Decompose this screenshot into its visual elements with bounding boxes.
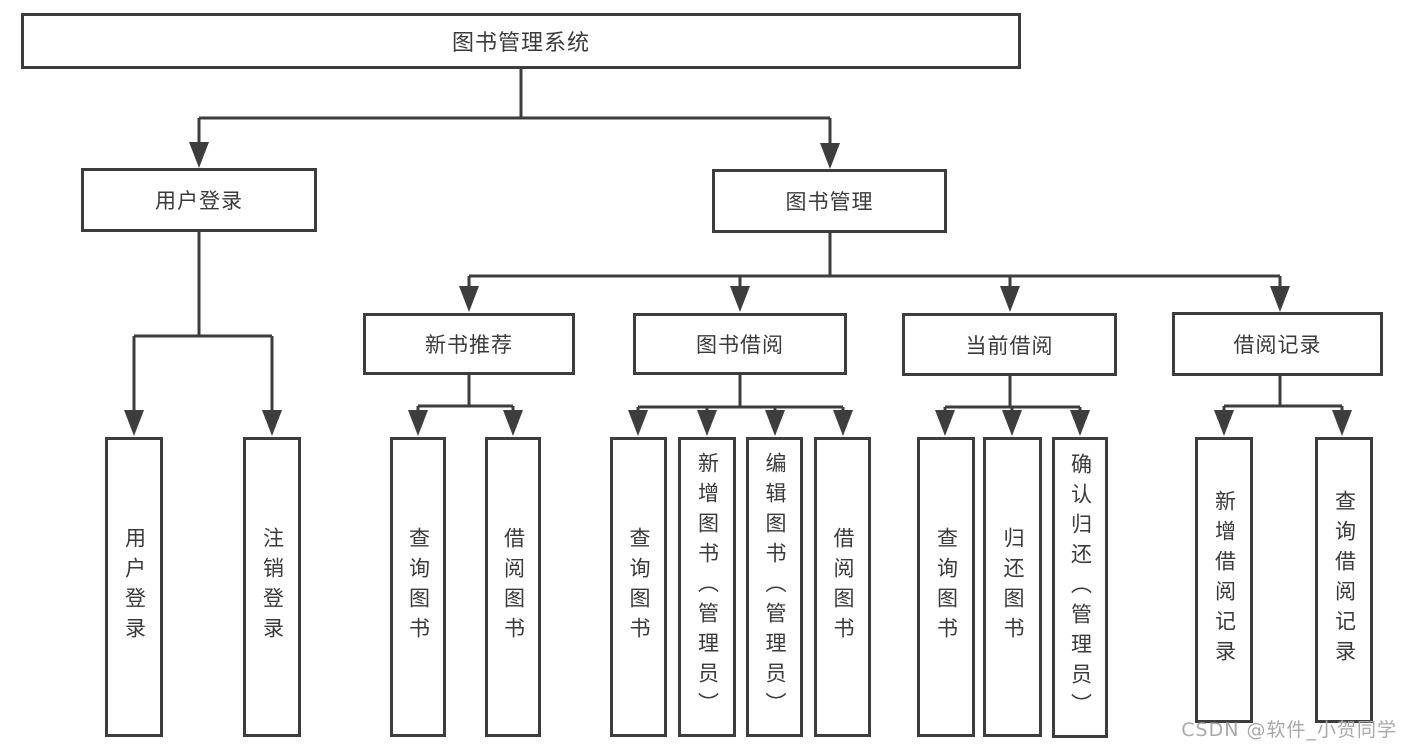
connector-user-login-children [124,232,282,436]
node-leaf-user-login-label: 用户登录 [122,527,147,647]
node-leaf-add-book-admin-label: 新增图书（管理员） [695,452,720,722]
node-leaf-borrow-book-borrowing-label: 借阅图书 [831,527,855,647]
node-library-system: 图书管理系统 [21,13,1021,69]
node-leaf-edit-book-admin-label: 编辑图书（管理员） [763,452,787,722]
csdn-watermark: CSDN @软件_小贺同学 [1181,719,1397,741]
connector-borrowing-records-children [1214,375,1352,436]
node-user-login-label: 用户登录 [155,189,243,213]
node-leaf-query-book-borrowing: 查询图书 [610,437,667,737]
node-leaf-add-borrow-record: 新增借阅记录 [1195,437,1253,723]
node-leaf-borrow-book-recommend-label: 借阅图书 [501,527,526,647]
node-current-borrowing: 当前借阅 [902,313,1117,376]
connector-root-to-level2 [189,69,840,169]
node-leaf-logout: 注销登录 [243,437,301,737]
node-book-management-label: 图书管理 [785,190,874,214]
node-leaf-return-book-label: 归还图书 [1001,527,1025,647]
node-leaf-query-book-recommend-label: 查询图书 [406,527,431,647]
node-leaf-query-book-borrowing-label: 查询图书 [627,527,651,647]
connector-new-book-recommend-children [408,375,523,436]
node-leaf-user-login: 用户登录 [105,437,163,737]
node-leaf-return-book: 归还图书 [983,437,1042,737]
node-leaf-borrow-book-borrowing: 借阅图书 [814,437,871,737]
node-leaf-logout-label: 注销登录 [260,527,285,647]
node-new-book-recommend: 新书推荐 [363,313,575,375]
node-new-book-recommend-label: 新书推荐 [425,333,513,357]
node-leaf-edit-book-admin: 编辑图书（管理员） [746,437,803,737]
node-user-login: 用户登录 [81,168,317,232]
node-leaf-add-book-admin: 新增图书（管理员） [678,437,736,737]
node-leaf-borrow-book-recommend: 借阅图书 [485,437,541,737]
node-book-management: 图书管理 [712,169,947,233]
node-leaf-query-borrow-record: 查询借阅记录 [1315,437,1373,723]
node-leaf-query-borrow-record-label: 查询借阅记录 [1332,490,1357,670]
node-current-borrowing-label: 当前借阅 [965,333,1054,358]
node-leaf-query-book-recommend: 查询图书 [390,437,446,737]
connector-book-borrowing-children [628,375,853,436]
node-book-borrowing: 图书借阅 [633,313,847,375]
connector-book-management-children [459,233,1290,312]
node-borrowing-records: 借阅记录 [1172,312,1383,376]
node-book-borrowing-label: 图书借阅 [696,333,784,357]
connector-current-borrowing-children [935,375,1090,436]
node-leaf-query-book-current: 查询图书 [917,437,975,737]
node-leaf-confirm-return-admin-label: 确认归还（管理员） [1068,452,1093,723]
node-leaf-query-book-current-label: 查询图书 [934,527,959,647]
node-library-system-label: 图书管理系统 [451,31,590,56]
node-leaf-confirm-return-admin: 确认归还（管理员） [1052,437,1108,738]
node-borrowing-records-label: 借阅记录 [1233,333,1322,357]
node-leaf-add-borrow-record-label: 新增借阅记录 [1212,490,1237,670]
